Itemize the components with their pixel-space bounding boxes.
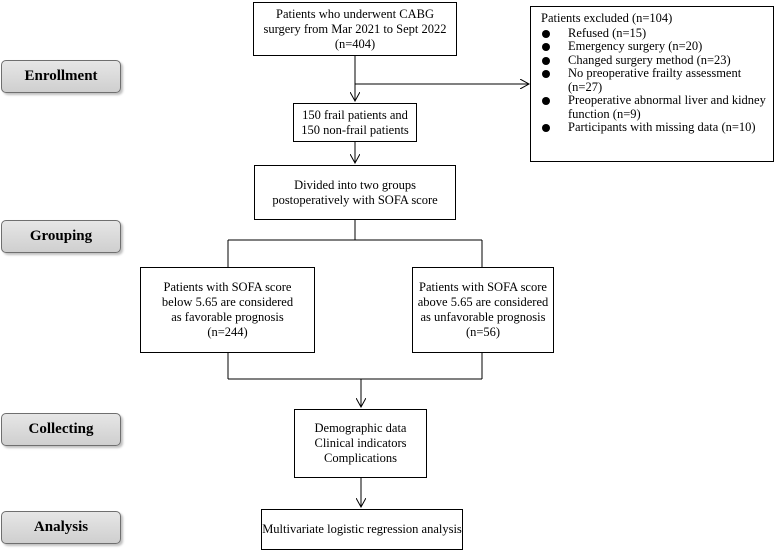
stage-collecting: Collecting bbox=[1, 413, 121, 446]
collected-line-3: Complications bbox=[324, 451, 397, 465]
divided-box: Divided into two groups postoperatively … bbox=[254, 165, 456, 220]
excluded-item-text: No preoperative frailty assessment (n=27… bbox=[568, 66, 742, 94]
excluded-list: Refused (n=15) Emergency surgery (n=20) … bbox=[541, 25, 767, 135]
excluded-item-text: Emergency surgery (n=20) bbox=[568, 39, 703, 53]
unfavorable-box: Patients with SOFA score above 5.65 are … bbox=[412, 267, 554, 353]
patients-total-line-2: surgery from Mar 2021 to Sept 2022 bbox=[263, 21, 447, 36]
favorable-line-2: below 5.65 are considered bbox=[161, 295, 294, 309]
analysis-box: Multivariate logistic regression analysi… bbox=[261, 509, 463, 550]
excluded-item-text: Refused (n=15) bbox=[568, 25, 647, 40]
excluded-item: Changed surgery method (n=23) bbox=[541, 52, 767, 68]
excluded-item-text: Preoperative abnormal liver and kidney f… bbox=[568, 93, 766, 121]
divided-line-1: Divided into two groups bbox=[294, 177, 416, 192]
patients-total-line-1: Patients who underwent CABG bbox=[276, 6, 434, 21]
excluded-title: Patients excluded (n=104) bbox=[541, 11, 673, 25]
patients-total-box: Patients who underwent CABG surgery from… bbox=[253, 2, 457, 56]
unfavorable-line-4: (n=56) bbox=[465, 325, 501, 339]
excluded-item: Participants with missing data (n=10) bbox=[541, 120, 767, 135]
divided-line-2: postoperatively with SOFA score bbox=[272, 192, 438, 207]
stage-enrollment-label: Enrollment bbox=[24, 68, 98, 84]
bullet-icon bbox=[542, 124, 550, 132]
favorable-box: Patients with SOFA score below 5.65 are … bbox=[140, 267, 315, 353]
stage-collecting-label: Collecting bbox=[28, 421, 94, 437]
excluded-item-text: Changed surgery method (n=23) bbox=[568, 52, 731, 67]
bullet-icon bbox=[542, 56, 550, 65]
bullet-icon bbox=[542, 43, 550, 51]
excluded-item: Emergency surgery (n=20) bbox=[541, 39, 767, 54]
stage-enrollment: Enrollment bbox=[1, 60, 121, 93]
bullet-icon bbox=[542, 29, 550, 38]
collected-line-2: Clinical indicators bbox=[314, 436, 407, 450]
excluded-box: Patients excluded (n=104) Refused (n=15)… bbox=[530, 6, 774, 162]
favorable-line-3: as favorable prognosis bbox=[171, 310, 284, 324]
stage-grouping-label: Grouping bbox=[29, 228, 93, 244]
excluded-item: Preoperative abnormal liver and kidney f… bbox=[541, 93, 767, 121]
unfavorable-line-1: Patients with SOFA score bbox=[419, 280, 547, 294]
bullet-icon bbox=[542, 70, 550, 78]
collected-line-1: Demographic data bbox=[314, 421, 407, 435]
stage-analysis-label: Analysis bbox=[33, 519, 89, 535]
collected-box: Demographic data Clinical indicators Com… bbox=[294, 409, 427, 478]
stage-analysis: Analysis bbox=[1, 511, 121, 544]
excluded-item-text: Participants with missing data (n=10) bbox=[568, 120, 756, 134]
unfavorable-line-2: above 5.65 are considered bbox=[417, 295, 549, 309]
unfavorable-line-3: as unfavorable prognosis bbox=[420, 310, 546, 324]
excluded-item: Refused (n=15) bbox=[541, 25, 767, 41]
stage-grouping: Grouping bbox=[1, 220, 121, 253]
favorable-line-4: (n=244) bbox=[207, 325, 248, 339]
excluded-item: No preoperative frailty assessment (n=27… bbox=[541, 66, 767, 94]
favorable-line-1: Patients with SOFA score bbox=[163, 280, 292, 294]
bullet-icon bbox=[542, 97, 550, 105]
frail-split-box: 150 frail patients and 150 non-frail pat… bbox=[293, 103, 417, 142]
frail-split-line-1: 150 frail patients and bbox=[302, 107, 408, 122]
patients-total-line-3: (n=404) bbox=[334, 36, 376, 51]
frail-split-line-2: 150 non-frail patients bbox=[301, 122, 409, 137]
analysis-line-1: Multivariate logistic regression analysi… bbox=[262, 522, 462, 536]
